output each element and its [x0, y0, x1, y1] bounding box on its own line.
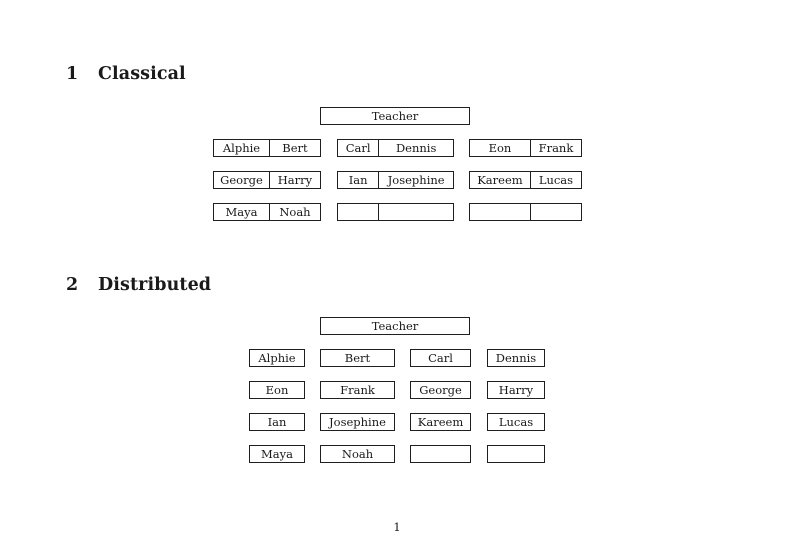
section-title: Classical [98, 64, 186, 84]
student-box-empty [410, 445, 471, 463]
student-pair-group: George Harry [213, 171, 321, 189]
student-box: Carl [410, 349, 471, 367]
section-number: 2 [66, 275, 79, 295]
student-cell: Eon [470, 140, 530, 156]
student-box: George [410, 381, 471, 399]
student-cell: Dennis [378, 140, 453, 156]
student-cell: Maya [214, 204, 269, 220]
student-box: Dennis [487, 349, 545, 367]
student-pair-group: Eon Frank [469, 139, 582, 157]
student-cell-empty [529, 204, 581, 220]
student-box: Eon [249, 381, 305, 399]
student-cell: Ian [338, 172, 379, 188]
student-box: Harry [487, 381, 545, 399]
student-pair-group: Kareem Lucas [469, 171, 582, 189]
student-box: Kareem [410, 413, 471, 431]
page-number: 1 [393, 520, 401, 534]
student-cell: Kareem [470, 172, 530, 188]
teacher-box-distributed: Teacher [320, 317, 470, 335]
section-title: Distributed [98, 275, 212, 295]
student-box: Maya [249, 445, 305, 463]
student-box: Ian [249, 413, 305, 431]
student-box-empty [487, 445, 545, 463]
student-pair-group-empty [469, 203, 582, 221]
section-heading-distributed: 2 Distributed [66, 275, 211, 295]
teacher-box-classical: Teacher [320, 107, 470, 125]
student-pair-group-empty [337, 203, 454, 221]
section-heading-classical: 1 Classical [66, 64, 186, 84]
student-cell: Noah [268, 204, 320, 220]
student-cell: Josephine [378, 172, 453, 188]
student-cell-empty [378, 204, 453, 220]
student-pair-group: Maya Noah [213, 203, 321, 221]
student-box: Alphie [249, 349, 305, 367]
student-cell: Bert [268, 140, 320, 156]
student-box: Lucas [487, 413, 545, 431]
student-cell-empty [470, 204, 530, 220]
student-pair-group: Carl Dennis [337, 139, 454, 157]
student-pair-group: Ian Josephine [337, 171, 454, 189]
student-box: Frank [320, 381, 395, 399]
student-box: Josephine [320, 413, 395, 431]
student-box: Noah [320, 445, 395, 463]
student-cell: Frank [529, 140, 581, 156]
student-pair-group: Alphie Bert [213, 139, 321, 157]
student-box: Bert [320, 349, 395, 367]
section-number: 1 [66, 64, 79, 84]
student-cell-empty [338, 204, 379, 220]
student-cell: Carl [338, 140, 379, 156]
student-cell: Harry [268, 172, 320, 188]
student-cell: Lucas [529, 172, 581, 188]
student-cell: George [214, 172, 269, 188]
student-cell: Alphie [214, 140, 269, 156]
